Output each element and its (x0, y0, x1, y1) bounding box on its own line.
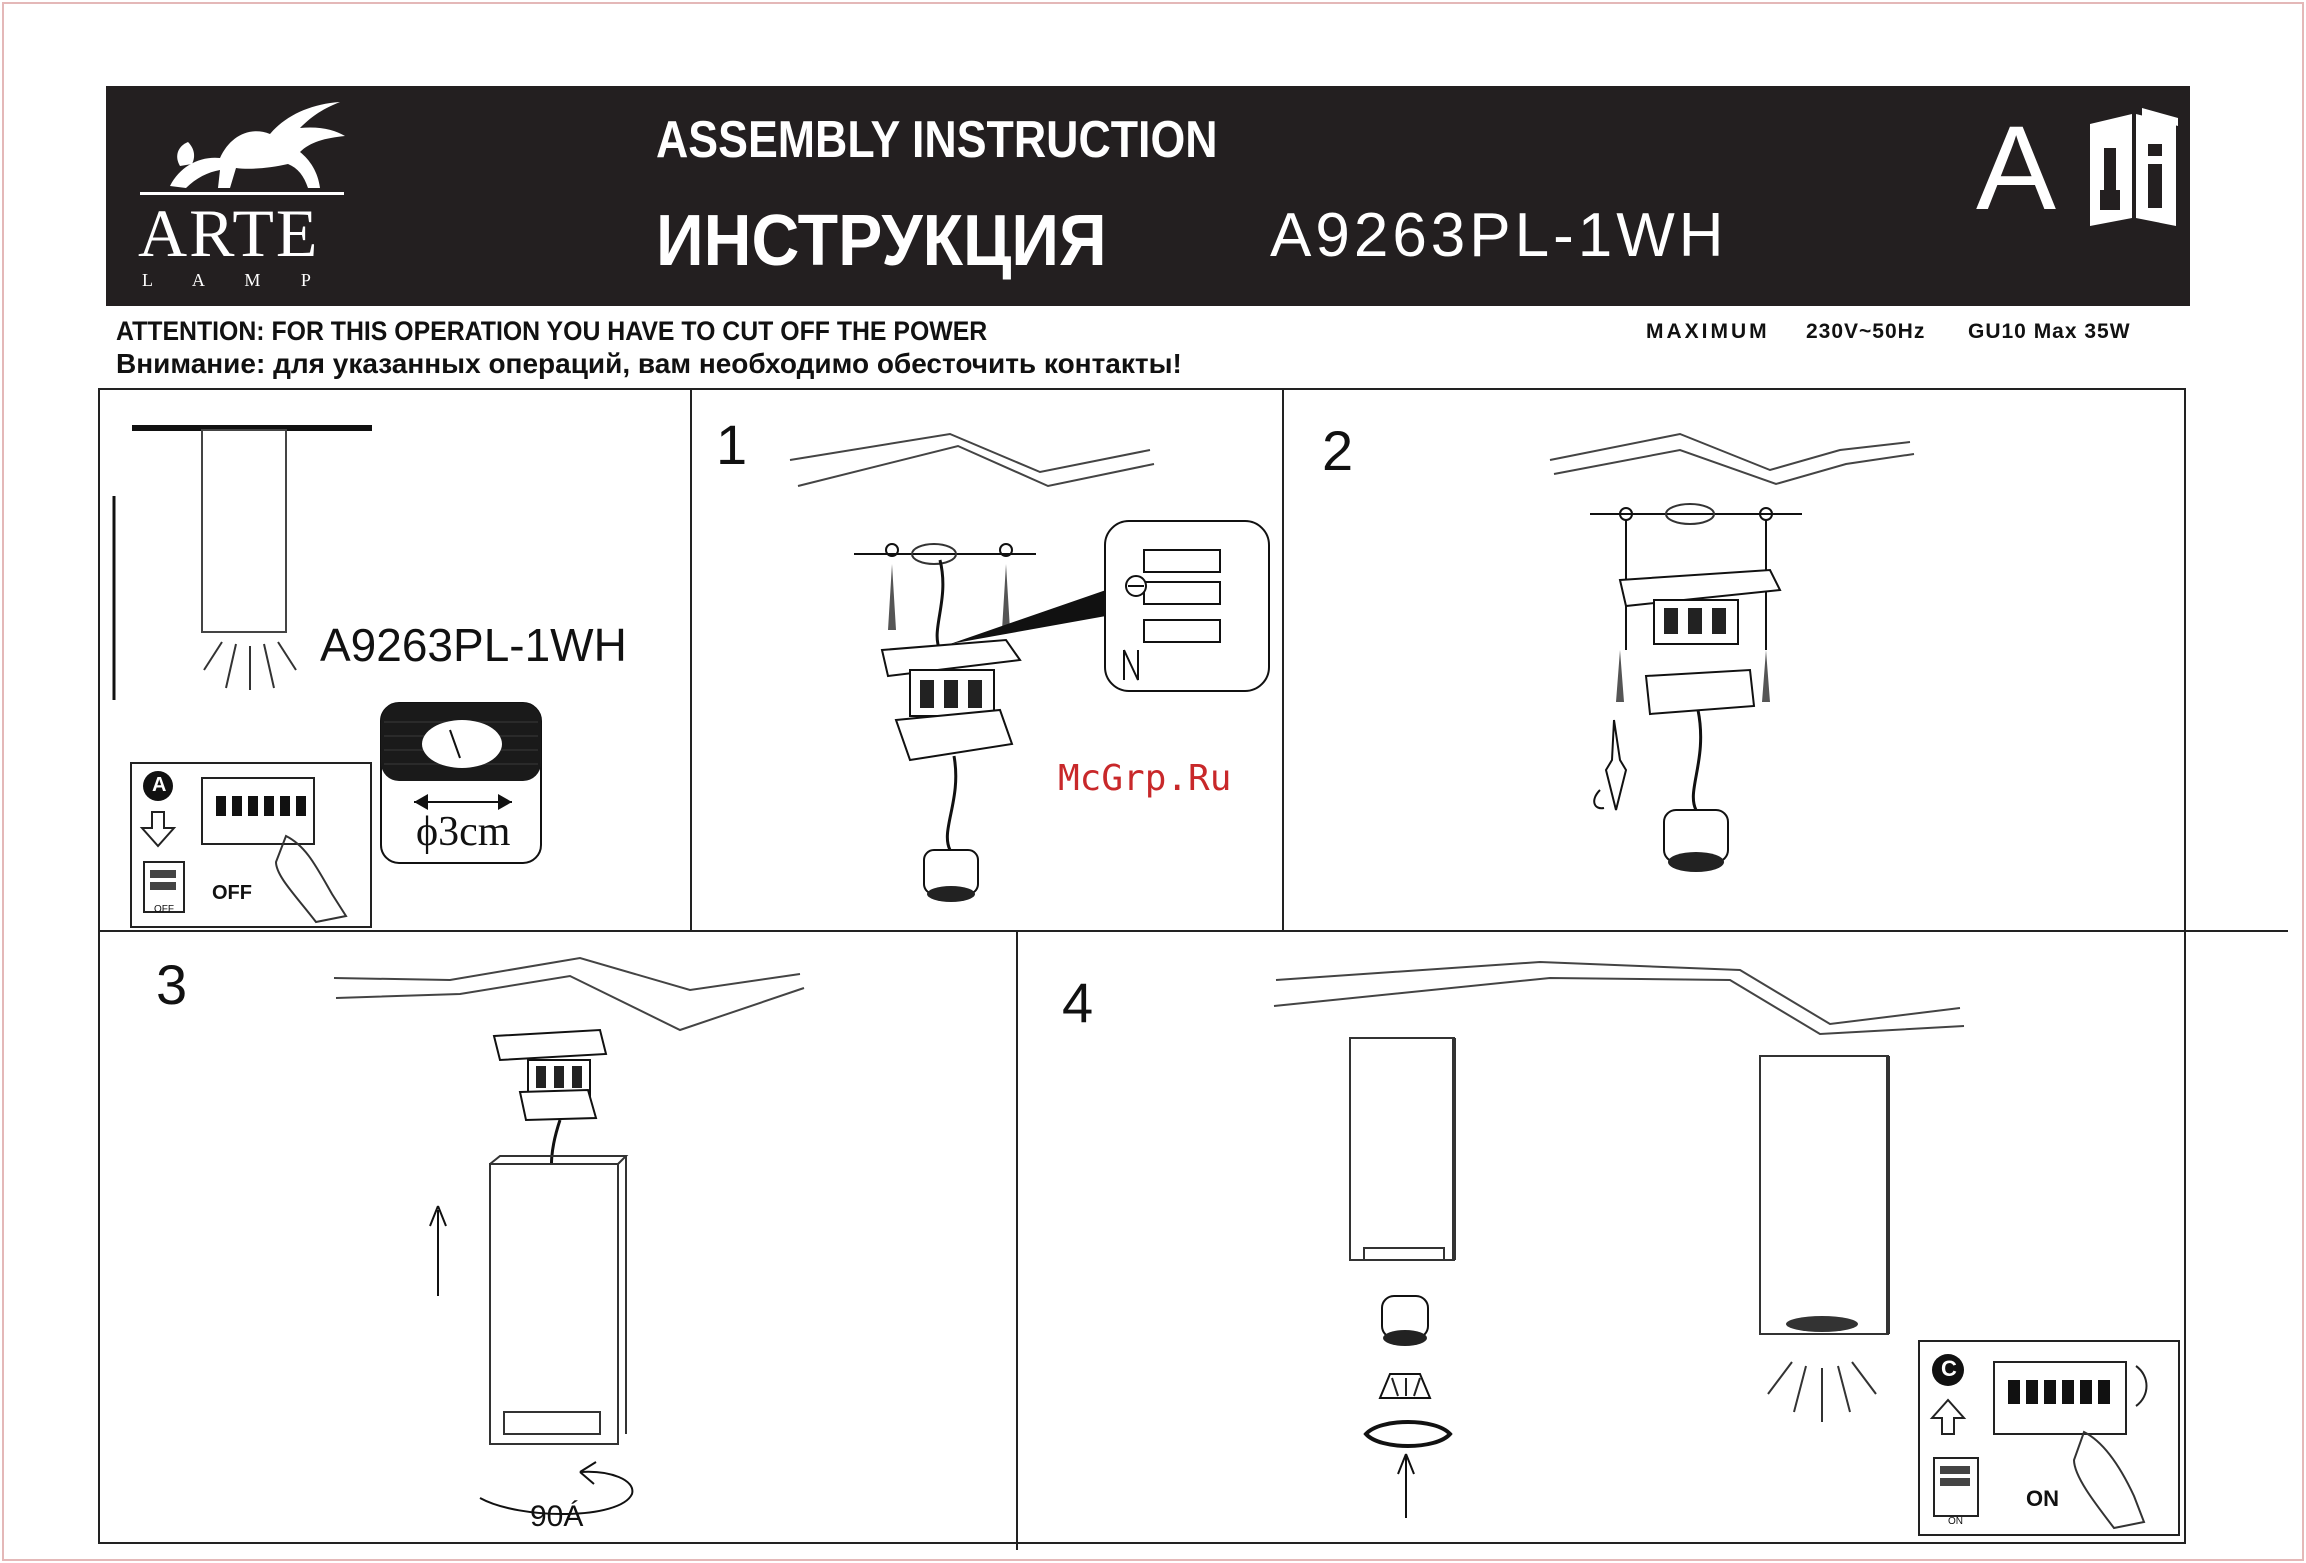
step4-lamp-insertion (1340, 1034, 1480, 1524)
max-label: MAXIMUM (1646, 320, 1770, 344)
manual-info-icon (2086, 104, 2182, 228)
griffin-logo-icon (150, 96, 350, 196)
step1-mounting-assembly (850, 520, 1050, 910)
step1-ceiling (780, 420, 1160, 500)
step-number-3: 3 (156, 952, 187, 1017)
grid-col-c (1016, 930, 1018, 1550)
grid-top (98, 388, 2186, 390)
title-russian: ИНСТРУКЦИЯ (656, 200, 1107, 282)
switch-off-small: OFF (154, 904, 174, 915)
step-number-2: 2 (1322, 418, 1353, 483)
grid-col-b (1282, 388, 1284, 932)
grid-bottom (98, 1542, 2186, 1544)
terminal-block-detail-icon (1104, 520, 1270, 692)
brand-subtitle: L A M P (142, 270, 329, 291)
title-english: ASSEMBLY INSTRUCTION (656, 110, 1218, 170)
grid-col-a (690, 388, 692, 932)
warning-english: ATTENTION: FOR THIS OPERATION YOU HAVE T… (116, 316, 987, 347)
model-number: A9263PL-1WH (1270, 200, 1728, 271)
rotation-angle-label: 90Á (530, 1500, 583, 1534)
switch-off-label: OFF (212, 882, 252, 905)
detail-callout-wedge (950, 584, 1110, 644)
breaker-badge-c: C (1941, 1356, 1957, 1382)
grid-middle-row (98, 930, 2288, 932)
step-number-1: 1 (716, 412, 747, 477)
step4-installed-fixture (1750, 1050, 1910, 1430)
brand-name: ARTE (138, 194, 319, 273)
watermark: McGrp.Ru (1058, 758, 1231, 799)
breaker-panel-off-icon (136, 766, 368, 926)
grid-right (2184, 388, 2186, 1544)
warning-russian: Внимание: для указанных операций, вам не… (116, 348, 1182, 380)
switch-on-small: ON (1948, 1516, 1963, 1527)
step4-ceiling (1270, 950, 1970, 1040)
doc-type-letter: A (1976, 108, 2056, 228)
max-lamp: GU10 Max 35W (1968, 320, 2131, 344)
max-voltage: 230V~50Hz (1806, 320, 1925, 344)
grid-left (98, 388, 100, 1544)
switch-on-label: ON (2026, 1486, 2059, 1512)
overview-model-label: A9263PL-1WH (320, 618, 627, 672)
hole-size-label: ϕ3cm (416, 808, 510, 856)
step2-mounting-assembly (1590, 470, 1810, 890)
breaker-badge-a: A (152, 774, 166, 797)
step3-assembly (420, 1020, 680, 1540)
step-number-4: 4 (1062, 970, 1093, 1035)
